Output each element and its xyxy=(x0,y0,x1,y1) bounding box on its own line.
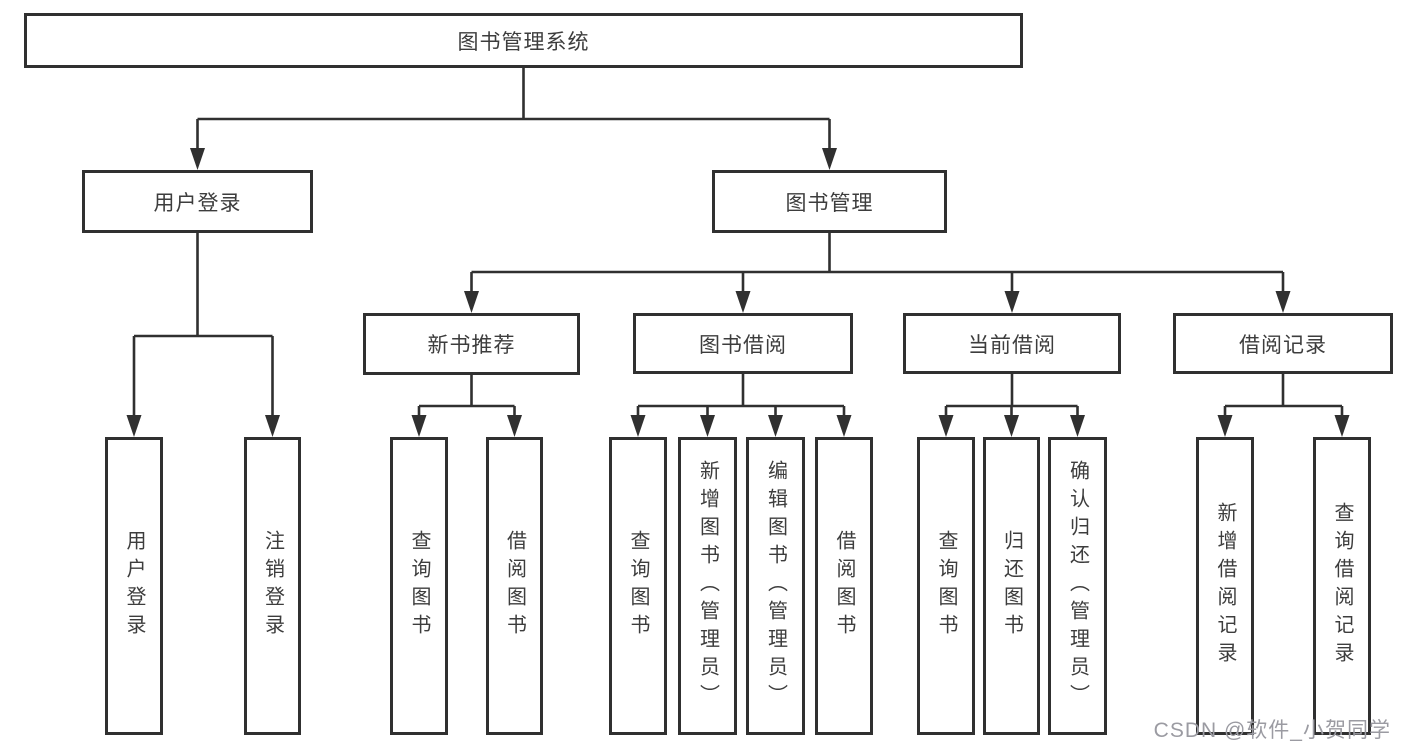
node-user-login-label: 用户登录 xyxy=(153,191,242,215)
leaf-borrow-books-2-label: 借阅图书 xyxy=(833,530,855,642)
node-system-root-label: 图书管理系统 xyxy=(457,30,590,54)
connector-root-to-level2 xyxy=(196,68,831,150)
leaf-return-books-label: 归还图书 xyxy=(1000,530,1023,642)
leaf-query-books-2: 查询图书 xyxy=(609,437,667,735)
connector-newbook-to-leaves xyxy=(417,375,516,417)
leaf-query-books-2-label: 查询图书 xyxy=(627,530,649,642)
leaf-query-borrow-record: 查询借阅记录 xyxy=(1313,437,1371,735)
leaf-add-borrow-record-label: 新增借阅记录 xyxy=(1214,502,1236,670)
leaf-confirm-return-admin-label: 确认归还（管理员） xyxy=(1066,460,1089,712)
node-current-borrowing-label: 当前借阅 xyxy=(968,333,1056,357)
node-book-management: 图书管理 xyxy=(712,170,947,233)
node-borrowing-records: 借阅记录 xyxy=(1173,313,1393,374)
node-book-management-label: 图书管理 xyxy=(785,191,874,215)
leaf-query-books-1-label: 查询图书 xyxy=(408,530,430,642)
leaf-query-books-3: 查询图书 xyxy=(917,437,975,735)
leaf-edit-books-admin-label: 编辑图书（管理员） xyxy=(764,460,787,712)
leaf-query-books-3-label: 查询图书 xyxy=(935,530,957,642)
leaf-query-books-1: 查询图书 xyxy=(390,437,448,735)
leaf-return-books: 归还图书 xyxy=(983,437,1040,735)
node-book-borrowing: 图书借阅 xyxy=(633,313,853,374)
leaf-add-borrow-record: 新增借阅记录 xyxy=(1196,437,1254,735)
node-current-borrowing: 当前借阅 xyxy=(903,313,1121,374)
leaf-user-login: 用户登录 xyxy=(105,437,163,735)
leaf-logout-label: 注销登录 xyxy=(261,530,284,642)
connector-bookborrow-to-leaves xyxy=(636,374,846,417)
leaf-borrow-books-1-label: 借阅图书 xyxy=(503,530,526,642)
connector-userlogin-to-leaves xyxy=(132,233,274,417)
node-user-login: 用户登录 xyxy=(82,170,313,233)
connector-borrowrecord-to-leaves xyxy=(1223,374,1344,417)
leaf-borrow-books-1: 借阅图书 xyxy=(486,437,543,735)
leaf-add-books-admin: 新增图书（管理员） xyxy=(678,437,737,735)
leaf-user-login-label: 用户登录 xyxy=(123,530,145,642)
node-borrowing-records-label: 借阅记录 xyxy=(1239,333,1327,357)
leaf-add-books-admin-label: 新增图书（管理员） xyxy=(696,460,719,712)
node-book-borrowing-label: 图书借阅 xyxy=(699,333,787,357)
leaf-query-borrow-record-label: 查询借阅记录 xyxy=(1331,502,1353,670)
leaf-borrow-books-2: 借阅图书 xyxy=(815,437,873,735)
leaf-confirm-return-admin: 确认归还（管理员） xyxy=(1048,437,1107,735)
csdn-watermark: CSDN @软件_小贺同学 xyxy=(1153,719,1391,742)
node-new-book-recommend-label: 新书推荐 xyxy=(427,334,516,357)
node-new-book-recommend: 新书推荐 xyxy=(363,313,580,375)
connector-currentborrow-to-leaves xyxy=(944,374,1079,417)
connector-bookmgmt-to-level3 xyxy=(470,233,1285,293)
leaf-edit-books-admin: 编辑图书（管理员） xyxy=(746,437,805,735)
node-system-root: 图书管理系统 xyxy=(24,13,1023,68)
leaf-logout: 注销登录 xyxy=(244,437,301,735)
